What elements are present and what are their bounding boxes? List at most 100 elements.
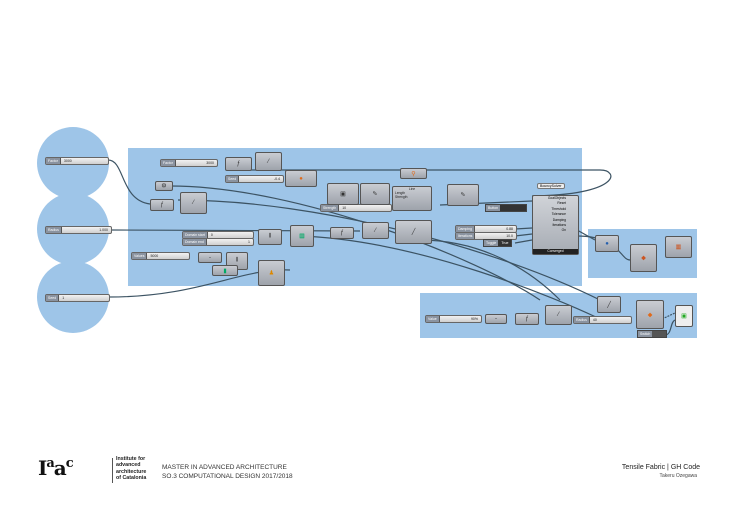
solver-input: Reset: [557, 201, 566, 206]
bars-icon: ▮: [223, 268, 227, 274]
pipe-component[interactable]: ◆: [636, 300, 664, 329]
bottom-value-slider[interactable]: Value 90%: [425, 315, 482, 323]
line: of Catalonia: [116, 474, 147, 481]
label: Factor: [161, 160, 176, 166]
radius-value: 1.000: [99, 228, 108, 232]
anchor-icon: ⚲: [411, 171, 416, 177]
line-icon: ╱: [411, 229, 416, 236]
goal-component[interactable]: ✎: [360, 183, 390, 205]
bake-component[interactable]: ▣: [675, 305, 693, 327]
evaluate-component[interactable]: ⁄: [255, 152, 282, 171]
curve-icon: ⁄: [267, 158, 270, 165]
remap-component[interactable]: ♟: [258, 260, 285, 286]
value: True: [498, 240, 512, 246]
goal-strength-component[interactable]: ╱: [395, 220, 432, 244]
populate-component[interactable]: ⁄: [180, 192, 207, 214]
surface-component[interactable]: ▦: [290, 225, 314, 247]
switch-toggle[interactable]: Switch: [637, 330, 667, 338]
value: 40: [592, 318, 597, 322]
mesh-edges-component[interactable]: ▣: [327, 183, 359, 205]
solver-input: Damping: [552, 217, 566, 222]
fx-icon: ƒ: [160, 202, 164, 208]
curve-icon: ⁄: [374, 227, 377, 234]
line: MASTER IN ADVANCED ARCHITECTURE: [162, 464, 287, 471]
factor-value: 3000: [63, 159, 72, 163]
label: Button: [486, 205, 501, 211]
random-component[interactable]: ▮: [212, 265, 238, 276]
label: Damping: [456, 226, 476, 232]
program-title: MASTER IN ADVANCED ARCHITECTURE SO.3 COMP…: [162, 463, 293, 481]
mesh-output[interactable]: ◆: [630, 244, 657, 272]
label: Values: [132, 253, 148, 259]
sphere-icon: ●: [299, 175, 303, 182]
fx-icon: ƒ: [525, 316, 529, 322]
pin-icon: ✎: [372, 191, 378, 198]
surface-icon: ▦: [299, 233, 305, 240]
gear-icon: ⚙: [161, 183, 167, 190]
value: -0.4: [273, 177, 280, 181]
label: Seed: [226, 176, 240, 182]
line: SO.3 COMPUTATIONAL DESIGN 2017/2018: [162, 473, 293, 480]
negative-component[interactable]: -: [198, 252, 222, 263]
value: 5000: [150, 254, 159, 258]
reset-button[interactable]: Button: [485, 204, 527, 212]
main-factor-slider[interactable]: Factor 3000: [160, 159, 218, 167]
sphere-icon: ●: [605, 240, 609, 247]
author: Takeru Ozegawa: [659, 473, 697, 479]
value: 90%: [470, 317, 478, 321]
merge-goals-component[interactable]: ✎: [447, 184, 479, 206]
value: 0: [210, 233, 213, 237]
label: Strength: [395, 195, 408, 199]
negative-2[interactable]: -: [485, 314, 507, 324]
evaluate-3[interactable]: ⁄: [545, 305, 572, 325]
radius-label: Radius: [46, 227, 62, 233]
line-component[interactable]: ╱: [597, 296, 621, 313]
negative-icon: -: [209, 254, 211, 261]
label: Value: [426, 316, 440, 322]
expression-component[interactable]: ƒ: [150, 199, 174, 211]
value: 3000: [206, 161, 214, 165]
negative-icon: -: [495, 316, 497, 322]
label: Toggle: [484, 240, 499, 246]
expression-2[interactable]: ƒ: [225, 157, 252, 171]
expression-3[interactable]: ƒ: [330, 227, 354, 239]
geometry-param[interactable]: ⚙: [155, 181, 173, 191]
label: Domain end: [183, 239, 207, 245]
bake-icon: ▣: [681, 313, 687, 320]
solver-input: On: [561, 228, 566, 233]
factor-label: Factor: [46, 158, 61, 164]
value: 1: [248, 240, 250, 244]
label: Iterations: [456, 233, 476, 239]
jitter-component[interactable]: ●: [285, 170, 317, 187]
domain-icon: ⫴: [235, 257, 239, 264]
label: Domain start: [183, 232, 208, 238]
curve-icon: ⁄: [557, 312, 560, 318]
value: 10: [342, 206, 347, 210]
expression-4[interactable]: ƒ: [515, 313, 539, 325]
domain-end-slider[interactable]: Domain end 1: [182, 238, 254, 246]
main-group: [128, 148, 582, 286]
solver-input: Threshold: [551, 206, 566, 211]
radius-slider[interactable]: Radius 1.000: [45, 226, 112, 234]
value: 0.88: [506, 227, 513, 231]
sphere-output[interactable]: ●: [595, 235, 619, 252]
evaluate-2[interactable]: ⁄: [362, 222, 389, 239]
seed-label: Seed: [46, 295, 60, 301]
main-seed-slider[interactable]: Seed -0.4: [225, 175, 284, 183]
anchor-component[interactable]: ⚲: [400, 168, 427, 179]
construct-domain[interactable]: ⫴: [258, 229, 282, 245]
points-icon: ⁄: [192, 200, 195, 206]
logo-divider: [112, 458, 113, 483]
bell-icon: ♟: [268, 270, 275, 277]
label: Length: [395, 191, 406, 195]
bouncy-solver[interactable]: GoalObjects Reset Threshold Tolerance Da…: [532, 195, 579, 255]
preview-component[interactable]: ▦: [665, 236, 692, 258]
iaac-logo: Iaac: [38, 456, 74, 480]
